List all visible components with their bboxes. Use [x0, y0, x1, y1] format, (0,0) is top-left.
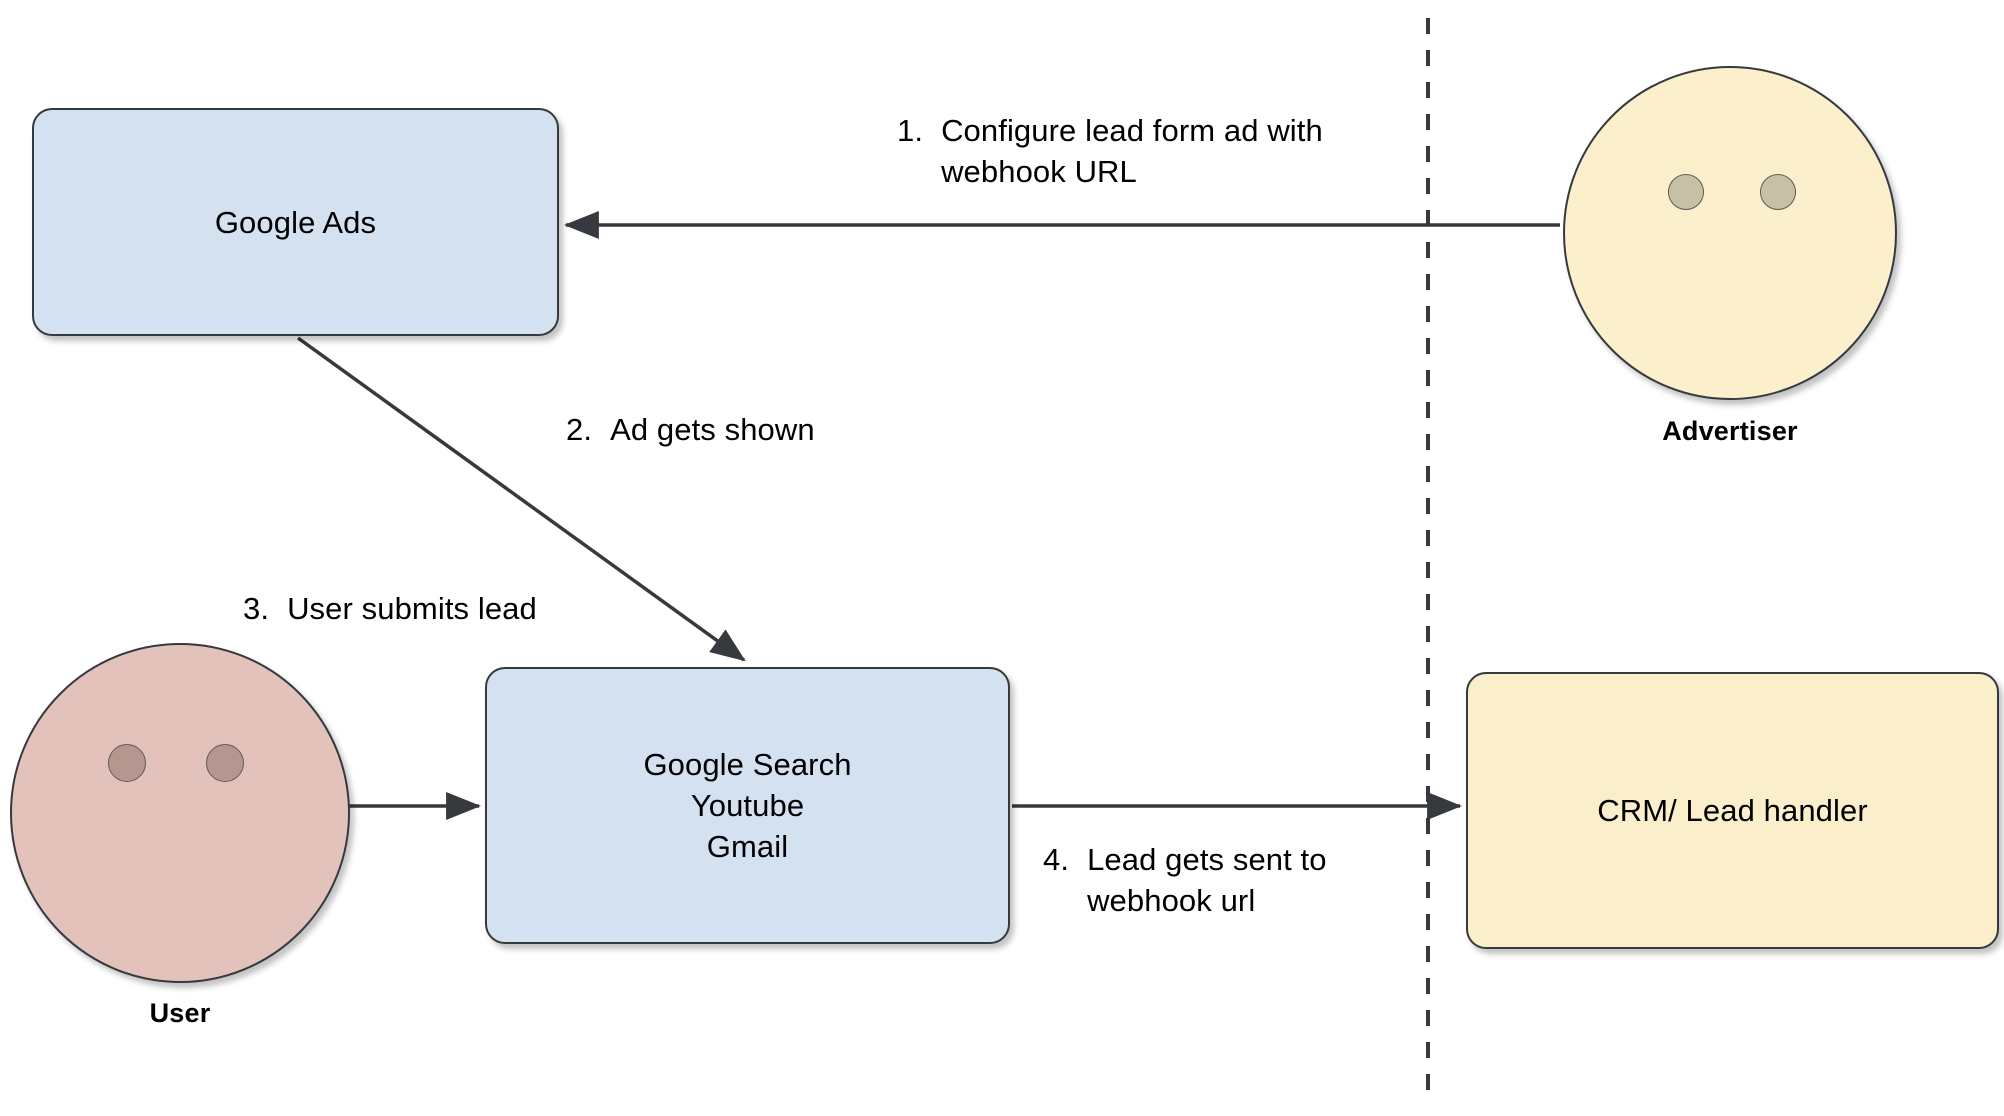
edge-label-step-4: 4. Lead gets sent to webhook url: [1043, 839, 1423, 921]
actor-user[interactable]: User: [10, 643, 350, 1028]
node-google-ads-label: Google Ads: [214, 204, 377, 240]
advertiser-face-icon: [1563, 66, 1897, 400]
advertiser-right-eye-icon: [1760, 174, 1796, 210]
edge-label-step-1-number: 1.: [897, 113, 924, 148]
edge-label-step-1: 1. Configure lead form ad with webhook U…: [897, 110, 1397, 192]
user-left-eye-icon: [108, 744, 146, 782]
advertiser-left-eye-icon: [1668, 174, 1704, 210]
node-google-ads[interactable]: Google Ads: [32, 108, 559, 336]
actor-advertiser[interactable]: Advertiser: [1563, 66, 1897, 446]
edge-label-step-4-text: Lead gets sent to webhook url: [1087, 842, 1327, 918]
edge-label-step-1-text: Configure lead form ad with webhook URL: [941, 113, 1323, 189]
edge-label-step-2-text: Ad gets shown: [610, 412, 815, 447]
actor-user-label: User: [149, 998, 211, 1028]
user-right-eye-icon: [206, 744, 244, 782]
edge-label-step-3: 3. User submits lead: [243, 588, 643, 629]
node-crm-lead-handler[interactable]: CRM/ Lead handler: [1466, 672, 1999, 949]
edge-label-step-2-number: 2.: [566, 412, 593, 447]
edge-label-step-3-number: 3.: [243, 591, 270, 626]
edge-label-step-2: 2. Ad gets shown: [566, 409, 946, 450]
actor-advertiser-label: Advertiser: [1662, 416, 1798, 446]
node-google-surfaces-label: Google Search Youtube Gmail: [643, 747, 852, 864]
node-crm-lead-handler-label: CRM/ Lead handler: [1597, 793, 1868, 828]
user-face-icon: [10, 643, 350, 983]
node-google-surfaces[interactable]: Google Search Youtube Gmail: [485, 667, 1010, 944]
edge-label-step-4-number: 4.: [1043, 842, 1070, 877]
edge-label-step-3-text: User submits lead: [287, 591, 537, 626]
